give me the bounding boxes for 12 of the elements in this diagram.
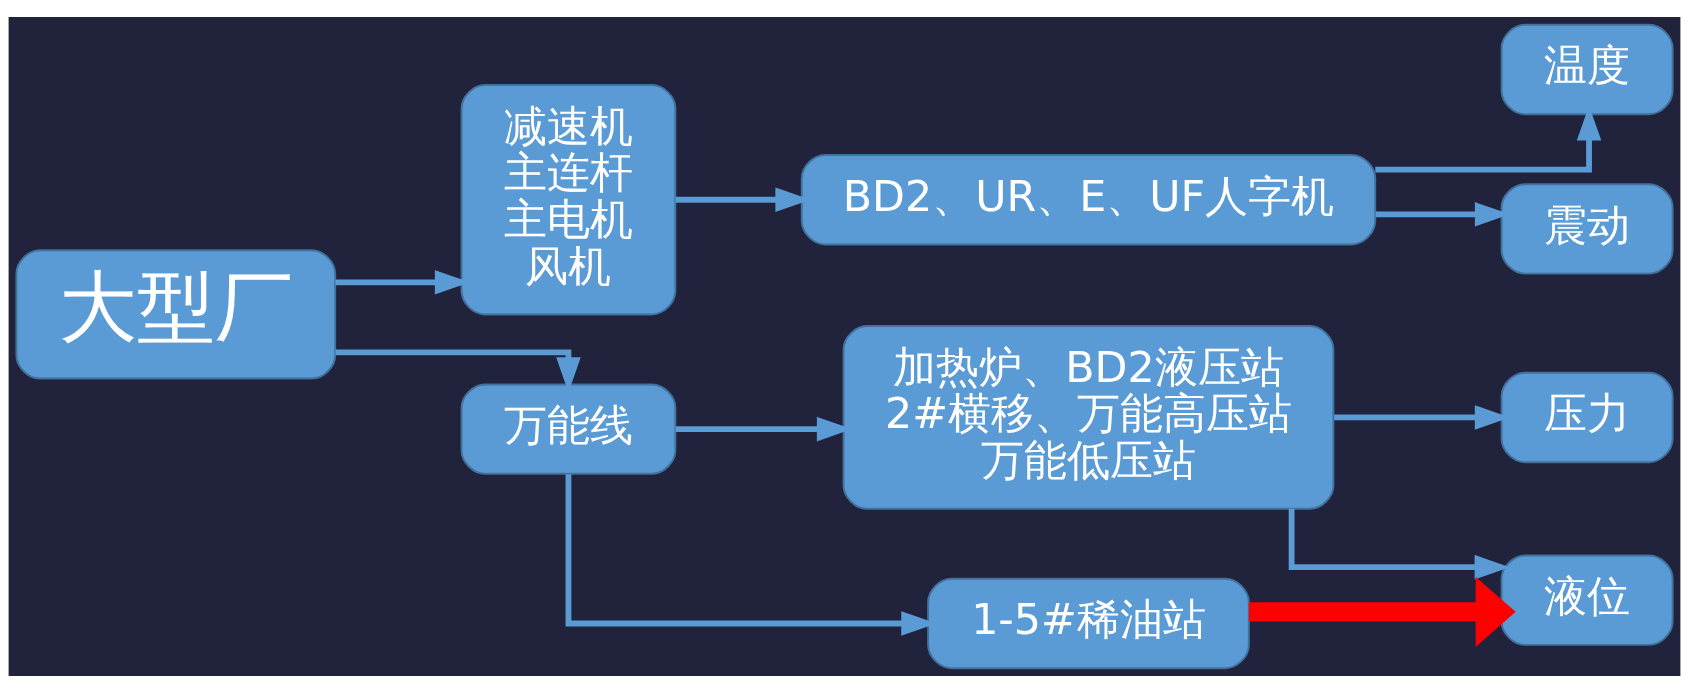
node-box: 加热炉、BD2液压站 2#横移、万能高压站 万能低压站 (842, 325, 1335, 510)
node-box: 万能线 (460, 383, 677, 475)
arrow (1249, 576, 1516, 647)
arrow (1288, 508, 1510, 580)
node-box: 震动 (1500, 183, 1674, 275)
node-box: 液位 (1500, 554, 1674, 646)
node-box: 压力 (1500, 371, 1674, 464)
node-box: 1-5#稀油站 (927, 577, 1250, 670)
node-box: BD2、UR、E、UF人字机 (800, 154, 1377, 246)
node-box: 大型厂 (15, 249, 337, 380)
node-box: 温度 (1500, 23, 1674, 116)
node-box: 减速机 主连杆 主电机 风机 (460, 84, 677, 316)
